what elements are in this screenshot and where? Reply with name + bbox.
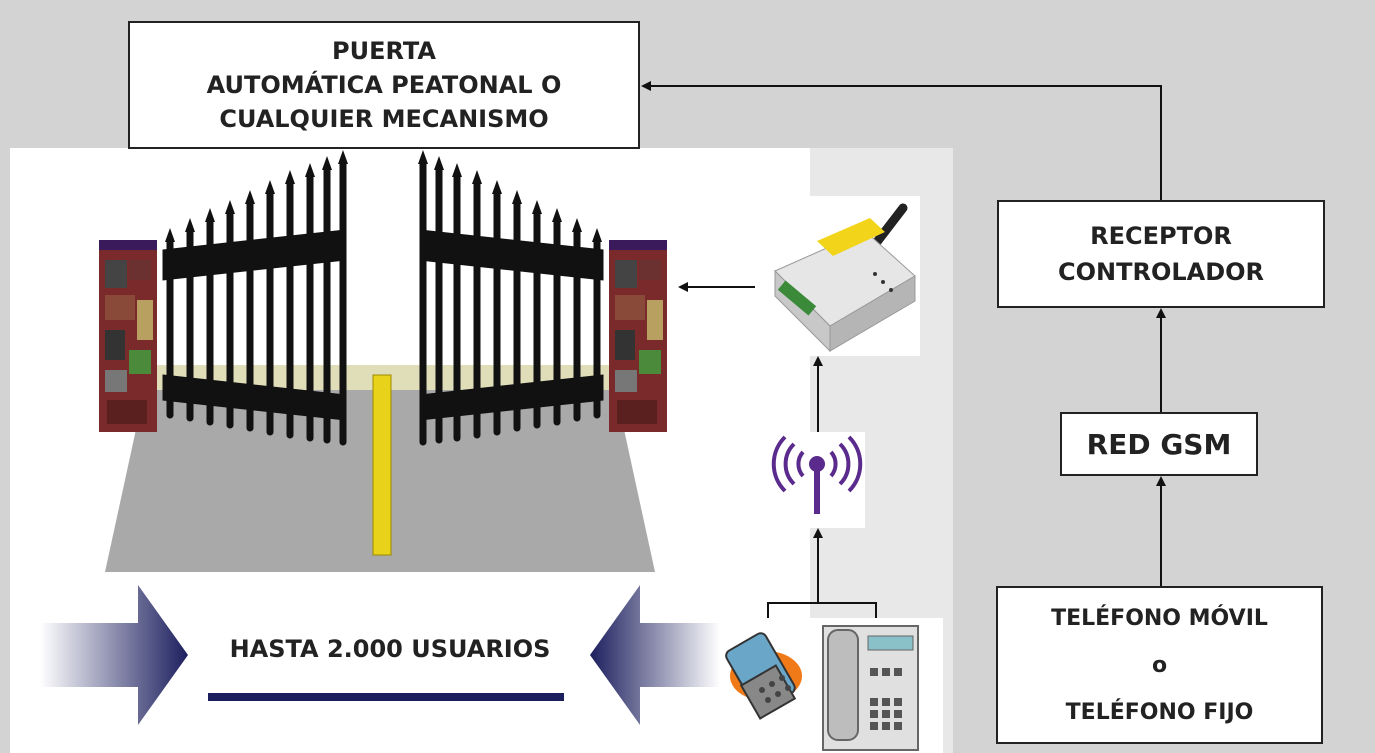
phone-line3: TELÉFONO FIJO bbox=[1065, 699, 1254, 725]
right-gate bbox=[418, 150, 604, 446]
gsm-label: RED GSM bbox=[1086, 427, 1232, 461]
gate-title-line3: CUALQUIER MECANISMO bbox=[219, 105, 549, 133]
center-line bbox=[372, 374, 392, 556]
gsm-box: RED GSM bbox=[1060, 412, 1258, 476]
gate-title-line2: AUTOMÁTICA PEATONAL O bbox=[206, 71, 562, 99]
landline-phone-icon bbox=[822, 625, 919, 751]
left-big-arrow bbox=[40, 585, 188, 725]
mobile-phone-icon bbox=[725, 632, 802, 720]
receptor-line2: CONTROLADOR bbox=[1057, 258, 1265, 286]
arrow-receptor-to-gate bbox=[641, 81, 1162, 200]
left-pillar bbox=[99, 240, 157, 432]
gsm-modem-icon bbox=[755, 196, 920, 356]
right-big-arrow bbox=[590, 585, 720, 725]
phone-line2: o bbox=[1151, 652, 1168, 678]
users-underline bbox=[208, 693, 564, 701]
users-label: HASTA 2.000 USUARIOS bbox=[229, 635, 551, 663]
phones-icons bbox=[718, 618, 943, 753]
gate-title-box: PUERTA AUTOMÁTICA PEATONAL O CUALQUIER M… bbox=[128, 21, 640, 149]
phone-box: TELÉFONO MÓVIL o TELÉFONO FIJO bbox=[996, 586, 1323, 744]
gate-illustration bbox=[99, 150, 667, 572]
receptor-box: RECEPTOR CONTROLADOR bbox=[997, 200, 1325, 308]
right-pillar bbox=[609, 240, 667, 432]
antenna-signal-icon bbox=[770, 432, 865, 528]
phones-bracket bbox=[767, 602, 877, 618]
gate-title-line1: PUERTA bbox=[332, 37, 436, 65]
receptor-line1: RECEPTOR bbox=[1090, 222, 1232, 250]
users-arrows bbox=[40, 585, 720, 725]
phone-line1: TELÉFONO MÓVIL bbox=[1051, 605, 1268, 631]
left-gate bbox=[162, 150, 348, 446]
